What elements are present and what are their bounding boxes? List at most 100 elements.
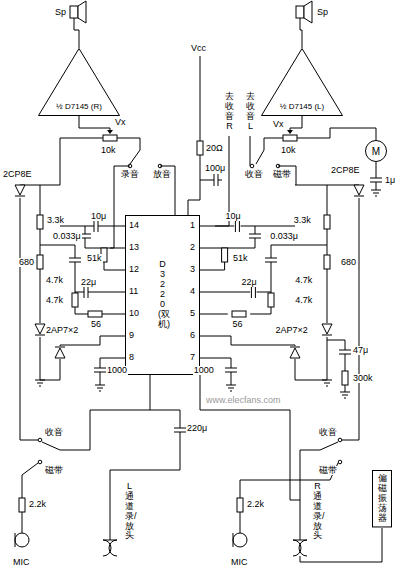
speaker-symbol: [70, 6, 78, 18]
component-label: R通道录/放头: [312, 482, 323, 541]
capacitor-symbol: [225, 368, 237, 369]
diode-symbol: [354, 185, 364, 195]
switch-contact: [338, 460, 342, 464]
wire: [110, 432, 180, 540]
component-label: 680: [18, 258, 35, 267]
wire: [60, 226, 94, 227]
pin-number: 2: [189, 243, 196, 252]
component-label: 4.7k: [45, 296, 64, 305]
component-label: 51k: [86, 254, 103, 263]
component-label: 3.3k: [293, 216, 312, 225]
wire: [60, 138, 103, 185]
ic-pin: [110, 358, 125, 359]
component-label: MIC: [230, 558, 249, 567]
wire: [297, 128, 376, 140]
component-label: 放音: [152, 170, 172, 179]
resistor-symbol: [37, 255, 43, 269]
wire: [200, 375, 300, 540]
ground-symbol: [37, 383, 43, 384]
wire: [231, 372, 232, 385]
ground-symbol: [35, 380, 45, 381]
resistor-symbol: [342, 371, 348, 385]
wire: [75, 262, 76, 293]
tape-head-symbol: [103, 540, 117, 541]
wire: [102, 314, 110, 315]
wire: [88, 292, 110, 293]
wire: [75, 292, 84, 293]
wire: [342, 198, 359, 440]
component-label: Vcc: [190, 44, 207, 53]
resistor-symbol: [103, 135, 117, 141]
component-label: 47μ: [352, 346, 369, 355]
capacitor-symbol: [235, 220, 236, 232]
component-label: 10k: [280, 146, 297, 155]
capacitor-symbol: [249, 238, 261, 239]
wire: [215, 248, 255, 249]
component-label: 磁带: [272, 170, 292, 179]
node-text: ½ D7145 (L): [280, 102, 324, 111]
pin-number: 1: [189, 221, 196, 230]
component-label: 磁带: [44, 466, 64, 475]
wire: [85, 226, 86, 234]
component-label: 51k: [232, 254, 249, 263]
component-label: 2AP7×2: [274, 326, 308, 335]
component-label: 收音: [44, 428, 64, 437]
component-label: 56: [231, 320, 243, 329]
speaker-symbol: [296, 6, 304, 18]
component-label: 20Ω: [205, 144, 224, 153]
resistor-symbol: [324, 255, 330, 269]
wire: [60, 336, 110, 346]
ic-pin: [200, 358, 215, 359]
capacitor-symbol: [88, 286, 89, 298]
wire: [376, 182, 377, 190]
component-label: 0.033μ: [269, 232, 299, 241]
tape-head-symbol: [293, 540, 307, 541]
ground-symbol: [226, 385, 236, 386]
wire: [255, 238, 256, 248]
wire: [327, 340, 345, 350]
resistor-symbol: [88, 311, 102, 317]
wire: [79, 116, 110, 130]
wire: [327, 229, 328, 255]
wire: [20, 198, 38, 440]
pin-number: 6: [189, 331, 196, 340]
node-text: ½ D7145 (R): [56, 102, 102, 111]
wire: [271, 262, 272, 293]
wire: [40, 337, 41, 380]
component-label: 10μ: [225, 212, 242, 221]
pin-number: 4: [189, 287, 196, 296]
component-label: 3.3k: [46, 216, 65, 225]
diode-symbol: [55, 347, 65, 348]
component-label: 1μ: [384, 176, 396, 185]
component-label: 4.7k: [45, 276, 64, 285]
ic-pin: [200, 226, 215, 227]
ground-symbol: [39, 386, 41, 387]
component-label: L通道录/放头: [124, 482, 135, 541]
wire: [215, 314, 228, 315]
wire: [117, 138, 140, 150]
component-label: 收音: [318, 428, 338, 437]
node-text: M: [372, 146, 380, 157]
wire: [327, 337, 328, 380]
wire: [327, 269, 328, 323]
resistor-symbol: [232, 311, 246, 317]
resistor-symbol: [72, 293, 78, 307]
component-label: Sp: [54, 8, 67, 17]
ground-symbol: [228, 388, 234, 389]
diode-symbol: [290, 347, 300, 348]
capacitor-symbol: [98, 220, 99, 232]
component-label: 100μ: [204, 164, 226, 173]
oscillator-box: 偏磁振荡器: [372, 470, 392, 527]
wire: [22, 463, 38, 498]
component-label: 2CP8E: [2, 170, 33, 179]
component-label: 2.2k: [246, 500, 265, 509]
capacitor-symbol: [84, 286, 85, 298]
component-label: 1000: [193, 366, 215, 375]
wire: [215, 358, 231, 368]
wire: [215, 336, 295, 346]
wire: [42, 442, 60, 450]
wire: [345, 354, 346, 371]
amplifier-triangle: ½ D7145 (L): [261, 48, 343, 116]
wire: [40, 245, 75, 258]
capacitor-symbol: [265, 258, 277, 259]
